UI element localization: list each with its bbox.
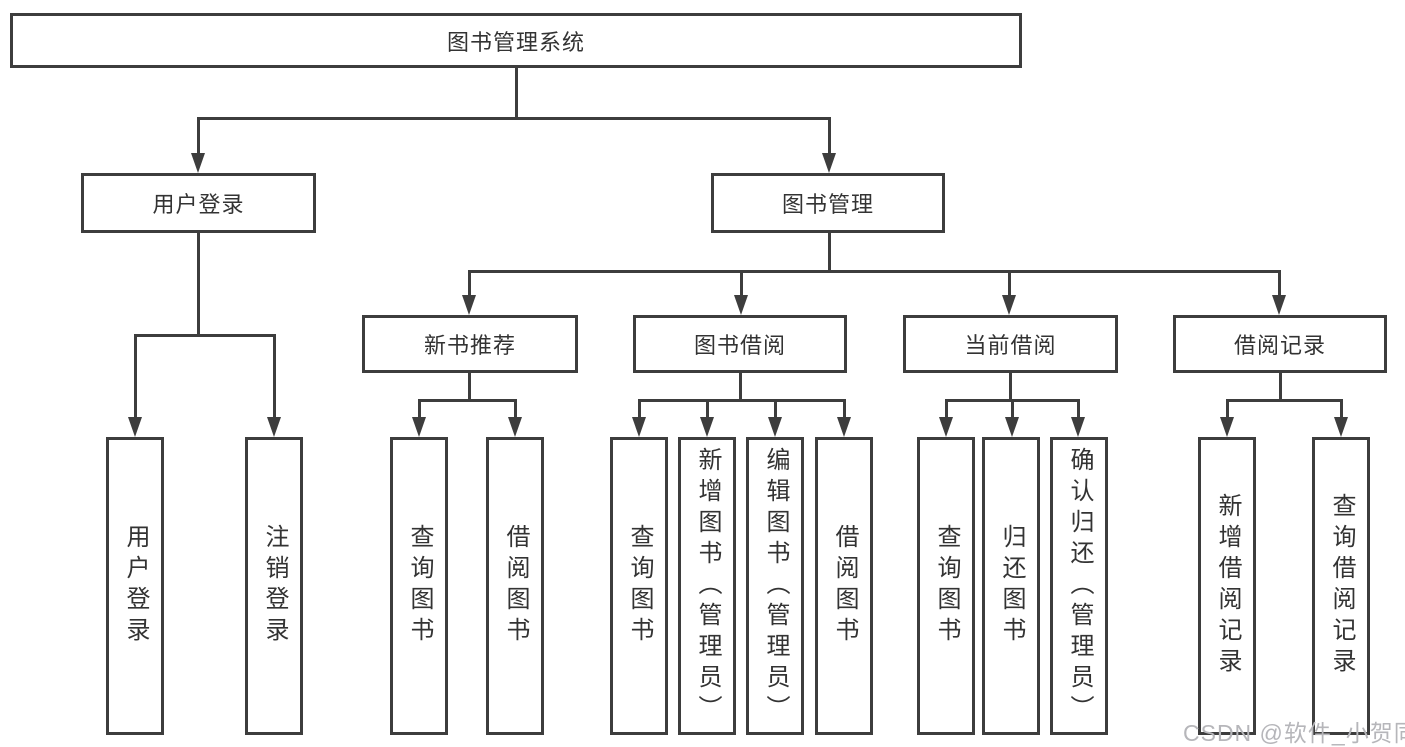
connector-drop-user-login <box>197 117 200 155</box>
connector-new-book-stem <box>468 373 471 402</box>
arrowhead-leaf-logout <box>267 417 281 437</box>
connector-drop-book-mgmt <box>828 117 831 155</box>
leaf-query-books-current: 查询图书 <box>917 437 975 735</box>
arrowhead-query-book-a <box>412 417 426 437</box>
leaf-query-borrow-record: 查询借阅记录 <box>1312 437 1370 735</box>
leaf-return-books: 归还图书 <box>982 437 1040 735</box>
node-book-management: 图书管理 <box>711 173 945 233</box>
leaf-confirm-return-admin: 确认归还（管理员） <box>1050 437 1108 735</box>
connector-root-crossbar <box>197 117 831 120</box>
connector-drop-return-book <box>1011 399 1014 419</box>
connector-root-stem <box>515 68 518 119</box>
connector-drop-confirm-return <box>1077 399 1080 419</box>
connector-user-login-stem <box>197 233 200 337</box>
arrowhead-current-borrow <box>1002 295 1016 315</box>
connector-drop-query-record <box>1340 399 1343 419</box>
node-borrow-records: 借阅记录 <box>1173 315 1387 373</box>
leaf-user-login: 用户登录 <box>106 437 164 735</box>
node-library-system: 图书管理系统 <box>10 13 1022 68</box>
connector-drop-new-book <box>468 270 471 296</box>
connector-current-borrow-stem <box>1009 373 1012 402</box>
connector-drop-query-book-c <box>945 399 948 419</box>
connector-drop-edit-book <box>774 399 777 419</box>
leaf-logout-login: 注销登录 <box>245 437 303 735</box>
leaf-edit-books-admin: 编辑图书（管理员） <box>746 437 804 735</box>
connector-drop-query-book-a <box>418 399 421 419</box>
connector-book-mgmt-crossbar <box>468 270 1281 273</box>
connector-drop-borrow-book-b <box>843 399 846 419</box>
arrowhead-leaf-user-login <box>128 417 142 437</box>
leaf-borrow-books-recommend: 借阅图书 <box>486 437 544 735</box>
arrowhead-add-book <box>700 417 714 437</box>
arrowhead-confirm-return <box>1071 417 1085 437</box>
arrowhead-query-book-b <box>632 417 646 437</box>
connector-book-mgmt-stem <box>828 233 831 273</box>
connector-drop-borrow-book-a <box>514 399 517 419</box>
connector-book-borrow-crossbar <box>638 399 845 402</box>
connector-drop-current-borrow <box>1008 270 1011 296</box>
connector-borrow-record-stem <box>1279 373 1282 402</box>
connector-drop-leaf-logout <box>273 334 276 418</box>
arrowhead-borrow-book-a <box>508 417 522 437</box>
connector-book-borrow-stem <box>739 373 742 402</box>
connector-drop-book-borrow <box>740 270 743 296</box>
arrowhead-query-record <box>1334 417 1348 437</box>
node-book-borrow: 图书借阅 <box>633 315 847 373</box>
connector-drop-query-book-b <box>638 399 641 419</box>
connector-drop-add-record <box>1226 399 1229 419</box>
arrowhead-edit-book <box>768 417 782 437</box>
csdn-watermark: CSDN @软件_小贺同学 <box>1183 720 1405 746</box>
leaf-borrow-books: 借阅图书 <box>815 437 873 735</box>
node-user-login: 用户登录 <box>81 173 316 233</box>
arrowhead-book-borrow <box>734 295 748 315</box>
arrowhead-book-mgmt <box>822 153 836 173</box>
connector-drop-borrow-record <box>1278 270 1281 296</box>
connector-user-login-crossbar <box>134 334 276 337</box>
connector-new-book-crossbar <box>418 399 517 402</box>
node-new-book-recommend: 新书推荐 <box>362 315 578 373</box>
node-current-borrow: 当前借阅 <box>903 315 1118 373</box>
arrowhead-query-book-c <box>939 417 953 437</box>
leaf-query-books-recommend: 查询图书 <box>390 437 448 735</box>
arrowhead-borrow-record <box>1272 295 1286 315</box>
connector-drop-leaf-user-login <box>134 334 137 418</box>
arrowhead-user-login <box>191 153 205 173</box>
leaf-add-borrow-record: 新增借阅记录 <box>1198 437 1256 735</box>
connector-drop-add-book <box>706 399 709 419</box>
arrowhead-borrow-book-b <box>837 417 851 437</box>
leaf-add-books-admin: 新增图书（管理员） <box>678 437 736 735</box>
arrowhead-add-record <box>1220 417 1234 437</box>
connector-borrow-record-crossbar <box>1226 399 1342 402</box>
arrowhead-return-book <box>1005 417 1019 437</box>
leaf-query-books-borrow: 查询图书 <box>610 437 668 735</box>
arrowhead-new-book <box>462 295 476 315</box>
